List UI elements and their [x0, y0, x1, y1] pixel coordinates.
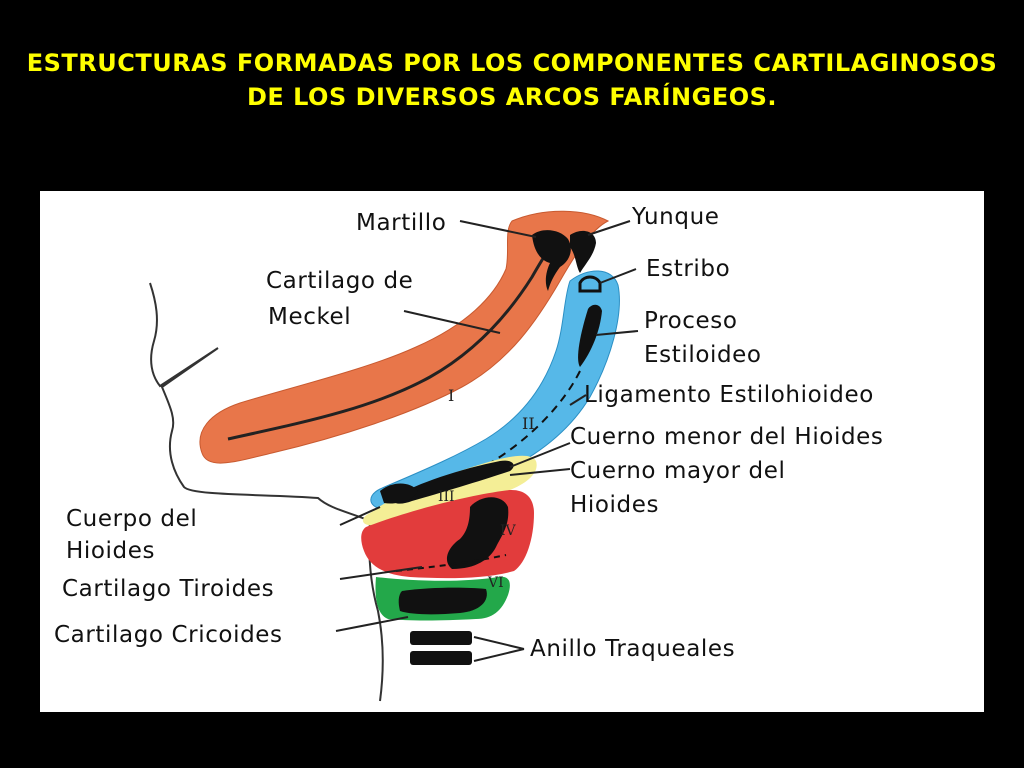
label-cuerpo-2: Hioides — [66, 538, 156, 564]
label-cuerno-menor: Cuerno menor del Hioides — [570, 424, 884, 450]
label-cartilago-meckel-1: Cartilago de — [266, 268, 414, 294]
slide-title: ESTRUCTURAS FORMADAS POR LOS COMPONENTES… — [0, 46, 1024, 114]
label-estribo: Estribo — [646, 256, 731, 282]
incus-shape — [570, 230, 596, 273]
diagram-panel: I II III IV VI Martillo Yunque Estribo C… — [40, 191, 984, 712]
hyoid-body — [380, 483, 418, 504]
label-proceso-1: Proceso — [644, 308, 738, 334]
arch-numeral-vi: VI — [487, 575, 504, 591]
styloid-process — [578, 304, 602, 367]
arch-numeral-iii: III — [438, 489, 455, 505]
label-cartilago-meckel-2: Meckel — [268, 304, 352, 330]
label-anillo: Anillo Traqueales — [530, 636, 736, 662]
label-ligamento: Ligamento Estilohioideo — [584, 382, 874, 408]
cricoid-dark-fill — [398, 587, 487, 615]
leader-lines — [335, 220, 639, 662]
stylohyoid-ligament-line — [479, 370, 581, 470]
label-proceso-2: Estiloideo — [644, 342, 762, 368]
pharyngeal-arches-diagram: I II III IV VI — [149, 210, 639, 702]
arch-numeral-iv: IV — [500, 523, 517, 539]
face-profile-outline — [149, 282, 371, 522]
label-tiroides: Cartilago Tiroides — [62, 576, 275, 602]
label-cuerpo-1: Cuerpo del — [66, 506, 198, 532]
tracheal-ring-1 — [410, 631, 472, 645]
label-cuerno-mayor-1: Cuerno mayor del — [570, 458, 786, 484]
malleus-incus-ossicles — [532, 230, 571, 291]
label-cricoides: Cartilago Cricoides — [54, 622, 283, 648]
title-line-2: DE LOS DIVERSOS ARCOS FARÍNGEOS. — [246, 83, 778, 111]
arch-numeral-ii: II — [522, 414, 535, 433]
arch-numeral-i: I — [448, 386, 454, 405]
meckel-cartilage-line — [227, 244, 554, 441]
label-cuerno-mayor-2: Hioides — [570, 492, 660, 518]
stapes-shape — [578, 275, 602, 293]
label-martillo: Martillo — [356, 210, 447, 236]
title-line-1: ESTRUCTURAS FORMADAS POR LOS COMPONENTES… — [26, 49, 998, 77]
thyroid-cartilage-dark — [446, 497, 509, 569]
hyoid-horns — [393, 460, 514, 504]
label-yunque: Yunque — [632, 204, 720, 230]
tracheal-ring-2 — [410, 651, 472, 665]
